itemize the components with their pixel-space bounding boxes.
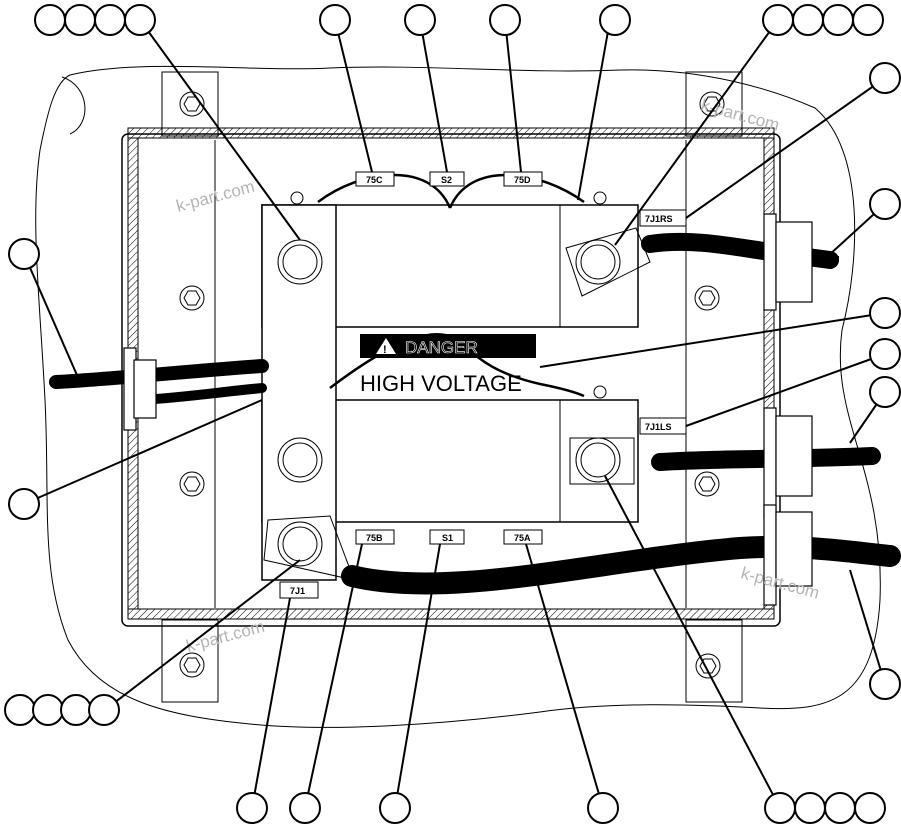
callout-right-cable-lower (869, 668, 901, 700)
box-wall-bottom (127, 608, 775, 620)
callout-right-cable-middle (869, 376, 901, 408)
callout-bottom-left-4 (88, 694, 120, 726)
tag-75c: 75C (366, 175, 383, 185)
callout-bottom-left-1 (4, 694, 36, 726)
callout-bottom-right-1 (764, 792, 796, 824)
callout-top-left-3 (94, 4, 126, 36)
callout-right-7j1ls (869, 338, 901, 370)
cable-grommets (123, 213, 813, 606)
callout-bottom-7j1 (236, 792, 268, 824)
callout-top-wire (599, 4, 631, 36)
tag-7j1rs: 7J1RS (645, 214, 673, 224)
tag-7j1: 7J1 (290, 586, 305, 596)
callout-left-bus (8, 488, 40, 520)
callout-top-left-4 (124, 4, 156, 36)
callout-top-75d (489, 4, 521, 36)
callout-top-s2 (404, 4, 436, 36)
callout-bottom-left-2 (32, 694, 64, 726)
tag-75b: 75B (366, 533, 383, 543)
callout-right-cable-upper (869, 188, 901, 220)
callout-bottom-right-4 (854, 792, 886, 824)
danger-header: DANGER (405, 338, 478, 357)
callout-bottom-right-2 (794, 792, 826, 824)
svg-text:!: ! (383, 344, 387, 356)
tag-s2: S2 (441, 175, 452, 185)
callout-top-75c (319, 4, 351, 36)
callout-left-cable (8, 238, 40, 270)
callout-top-right-1 (762, 4, 794, 36)
leader-lines (23, 19, 886, 809)
tag-s1: S1 (442, 533, 453, 543)
callout-bottom-s1 (379, 792, 411, 824)
callout-top-left-2 (64, 4, 96, 36)
coil-terminal-screws (290, 191, 607, 399)
callout-top-left-1 (34, 4, 66, 36)
mounting-bolts (179, 91, 725, 679)
danger-label: ! DANGER HIGH VOLTAGE (360, 334, 536, 396)
tag-75d: 75D (514, 175, 531, 185)
box-wall-top (127, 127, 775, 139)
callout-right-7j1rs (869, 62, 901, 94)
callout-bubbles (4, 4, 901, 824)
callout-bottom-75a (587, 792, 619, 824)
callout-bottom-75b (289, 792, 321, 824)
mounting-surface-outline (35, 65, 881, 728)
callout-bottom-right-3 (824, 792, 856, 824)
danger-text: HIGH VOLTAGE (360, 371, 522, 396)
cutout-arc (61, 76, 86, 135)
callout-top-right-4 (852, 4, 884, 36)
callout-right-danger (869, 297, 901, 329)
callout-bottom-left-3 (60, 694, 92, 726)
terminal-studs (277, 239, 621, 567)
box-wall-right (763, 137, 775, 610)
callout-top-right-3 (822, 4, 854, 36)
tag-7j1ls: 7J1LS (645, 422, 672, 432)
bus-bar (261, 204, 337, 581)
callout-top-right-2 (792, 4, 824, 36)
warning-triangle-icon: ! (376, 338, 396, 356)
tag-75a: 75A (514, 533, 531, 543)
